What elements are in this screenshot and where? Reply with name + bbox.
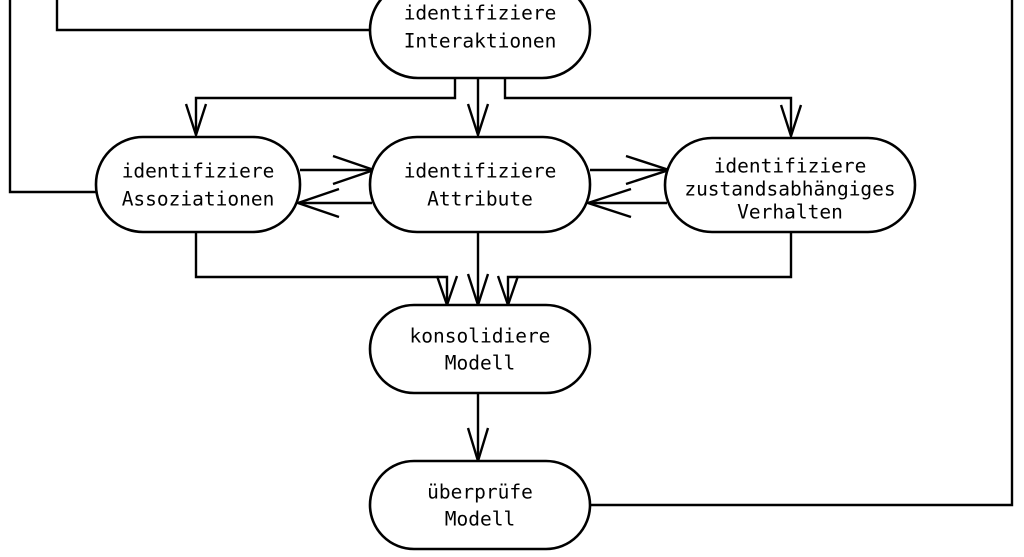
node-label-ueberpruefe-line1: überprüfe [427,481,533,504]
edge-assoziationen-feedback-left [8,0,98,194]
edge-ueberpruefe-feedback-right [590,0,1014,507]
node-konsolidiere-modell[interactable]: konsolidiere Modell [368,303,592,395]
edge-verhalten-to-attribute [584,187,667,219]
node-label-interaktionen-line1: identifiziere [404,2,557,25]
node-identifiziere-interaktionen[interactable]: identifiziere Interaktionen [368,0,592,80]
node-label-verhalten-line2: zustandsabhängiges [684,178,895,201]
edge-interaktionen-feedback-left [55,0,372,32]
node-label-attribute-line1: identifiziere [404,160,557,183]
node-label-verhalten-line1: identifiziere [714,155,867,178]
edge-assoziationen-to-konsolidiere [194,232,459,309]
edge-attribute-to-assoziationen [294,187,372,219]
node-label-assoziationen-line2: Assoziationen [122,188,275,211]
node-label-assoziationen-line1: identifiziere [122,160,275,183]
node-ueberpruefe-modell[interactable]: überprüfe Modell [368,459,592,551]
node-label-attribute-line2: Attribute [427,188,533,211]
edge-attribute-to-verhalten [590,154,673,186]
node-label-ueberpruefe-line2: Modell [445,508,515,531]
node-label-konsolidiere-line1: konsolidiere [410,325,551,348]
edge-interaktionen-to-verhalten [503,78,803,140]
node-identifiziere-assoziationen[interactable]: identifiziere Assoziationen [94,135,302,234]
node-label-verhalten-line3: Verhalten [737,201,843,224]
edge-interaktionen-to-assoziationen [184,78,457,139]
edge-interaktionen-to-attribute [466,78,490,139]
node-identifiziere-zustandsabhaengiges-verhalten[interactable]: identifiziere zustandsabhängiges Verhalt… [663,136,917,234]
node-identifiziere-attribute[interactable]: identifiziere Attribute [368,135,592,234]
node-label-konsolidiere-line2: Modell [445,352,515,375]
node-label-interaktionen-line2: Interaktionen [404,30,557,53]
edge-verhalten-to-konsolidiere [496,232,793,309]
edge-konsolidiere-to-ueberpruefe [466,393,490,466]
edge-assoziationen-to-attribute [300,154,378,186]
edge-attribute-to-konsolidiere [466,232,490,309]
